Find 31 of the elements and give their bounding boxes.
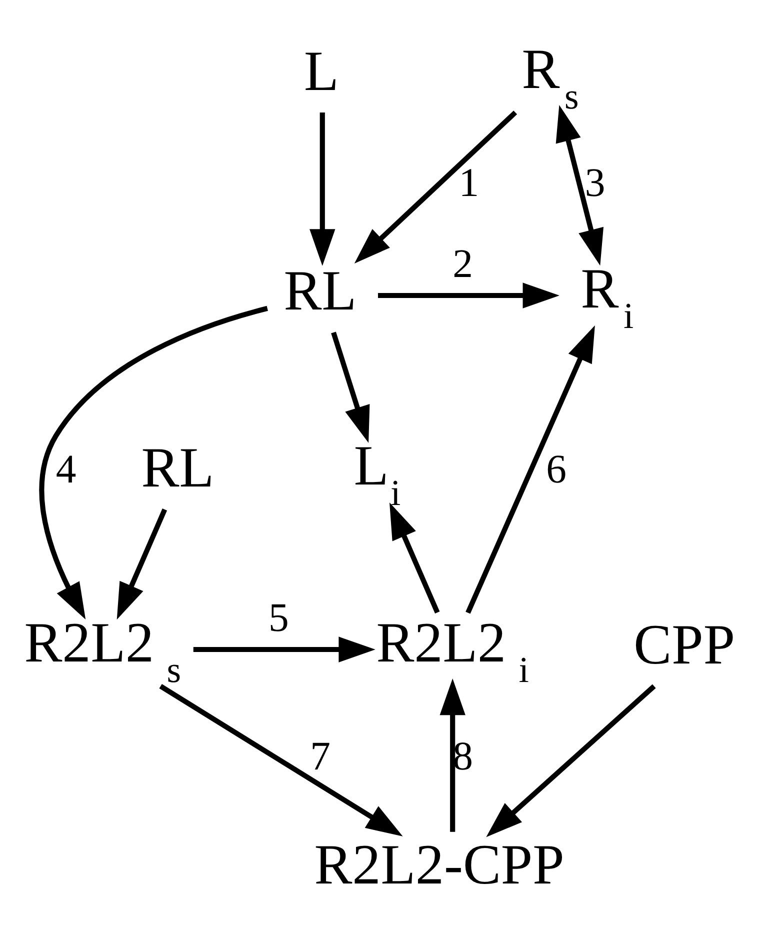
arrow xyxy=(556,104,604,266)
edge-label: 1 xyxy=(458,160,480,205)
edge-label: 5 xyxy=(268,595,289,640)
node-text: R$_{s}$ xyxy=(522,38,579,116)
arrow xyxy=(378,282,560,308)
arrow xyxy=(159,684,403,836)
node-text: CPP xyxy=(634,614,736,677)
arrow xyxy=(440,678,466,832)
arrow xyxy=(389,502,440,614)
node-text: R2L2$_{s}$ xyxy=(24,612,181,690)
arrow xyxy=(466,325,595,614)
arrow xyxy=(116,508,168,620)
node-text: R$_{i}$ xyxy=(580,257,634,336)
edge-label: 3 xyxy=(584,160,606,205)
node-text: R2L2-CPP xyxy=(314,833,564,896)
node-text: R2L2$_{i}$ xyxy=(376,612,529,690)
arrow xyxy=(310,112,336,266)
arrow xyxy=(486,684,656,838)
node-text: RL xyxy=(284,260,357,323)
node-text: L xyxy=(304,40,339,103)
arrow xyxy=(331,332,370,443)
arrow xyxy=(39,306,268,620)
arrow xyxy=(193,636,376,662)
node-text: RL xyxy=(141,436,214,500)
edge-label: 8 xyxy=(452,734,473,779)
arrow xyxy=(354,110,518,264)
edge-label: 2 xyxy=(452,241,473,286)
edge-label: 6 xyxy=(546,446,567,492)
edge-label: 7 xyxy=(310,734,331,779)
edge-label: 4 xyxy=(56,446,76,492)
node-text: L$_{i}$ xyxy=(354,434,401,514)
